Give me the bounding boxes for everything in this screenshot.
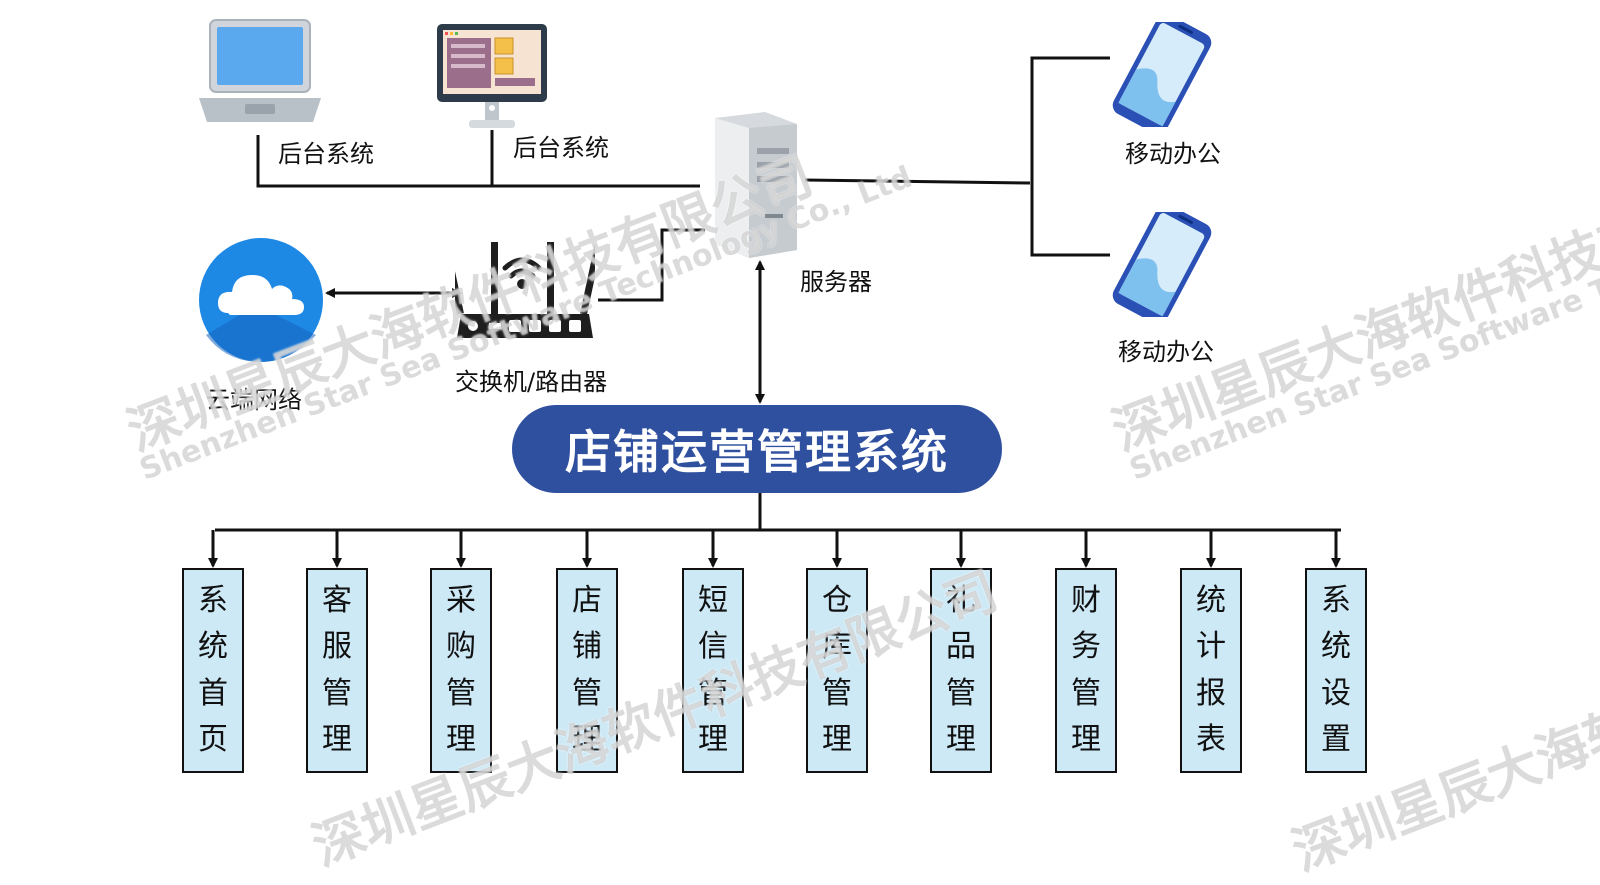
label-switch-router: 交换机/路由器 <box>455 368 608 396</box>
module-char: 理 <box>572 721 602 757</box>
module-box: 统计报表 <box>1180 568 1242 773</box>
module-char: 计 <box>1196 629 1226 665</box>
module-char: 系 <box>198 583 228 619</box>
phone-icon <box>1112 212 1212 317</box>
module-char: 礼 <box>946 583 976 619</box>
module-char: 服 <box>322 629 352 665</box>
module-char: 短 <box>698 583 728 619</box>
module-char: 管 <box>946 675 976 711</box>
module-char: 管 <box>822 675 852 711</box>
module-box: 系统设置 <box>1305 568 1367 773</box>
module-box: 客服管理 <box>306 568 368 773</box>
module-char: 理 <box>322 721 352 757</box>
module-char: 理 <box>946 721 976 757</box>
module-box: 财务管理 <box>1055 568 1117 773</box>
system-title-banner: 店铺运营管理系统 <box>512 405 1002 493</box>
label-cloud-network: 云端网络 <box>206 386 302 414</box>
module-char: 理 <box>446 721 476 757</box>
module-char: 铺 <box>572 629 602 665</box>
module-char: 客 <box>322 583 352 619</box>
line-backend-1 <box>256 135 700 188</box>
module-char: 管 <box>1071 675 1101 711</box>
server-icon <box>715 112 797 258</box>
module-box: 礼品管理 <box>930 568 992 773</box>
line-mobile-bracket <box>1030 56 1110 257</box>
label-backend-system-1: 后台系统 <box>278 140 374 168</box>
module-char: 库 <box>822 629 852 665</box>
module-char: 统 <box>1321 629 1351 665</box>
monitor-icon <box>437 24 547 128</box>
module-box: 仓库管理 <box>806 568 868 773</box>
label-mobile-office-2: 移动办公 <box>1118 338 1214 366</box>
line-server-mobile <box>804 178 1031 185</box>
router-icon <box>455 234 595 338</box>
architecture-diagram: 后台系统 后台系统 服务器 移动办公 移动办公 云端网络 交换机/路由器 店铺运… <box>120 19 1600 883</box>
module-char: 表 <box>1196 721 1226 757</box>
cloud-icon <box>199 238 323 362</box>
module-char: 采 <box>446 583 476 619</box>
module-char: 页 <box>198 721 228 757</box>
module-char: 理 <box>1071 721 1101 757</box>
module-char: 管 <box>322 675 352 711</box>
module-box: 店铺管理 <box>556 568 618 773</box>
phone-icon <box>1112 22 1212 127</box>
module-char: 系 <box>1321 583 1351 619</box>
module-box: 采购管理 <box>430 568 492 773</box>
laptop-icon <box>199 19 321 122</box>
module-char: 报 <box>1196 675 1226 711</box>
module-char: 管 <box>446 675 476 711</box>
label-backend-system-2: 后台系统 <box>513 134 609 162</box>
module-box: 系统首页 <box>182 568 244 773</box>
module-char: 店 <box>572 583 602 619</box>
module-char: 品 <box>946 629 976 665</box>
module-char: 财 <box>1071 583 1101 619</box>
module-char: 置 <box>1321 721 1351 757</box>
connector-lines <box>208 56 1341 568</box>
module-char: 管 <box>698 675 728 711</box>
module-char: 理 <box>822 721 852 757</box>
label-server: 服务器 <box>800 268 872 296</box>
module-char: 首 <box>198 675 228 711</box>
label-mobile-office-1: 移动办公 <box>1125 140 1221 168</box>
module-char: 仓 <box>822 583 852 619</box>
line-router-server <box>598 228 705 302</box>
module-char: 设 <box>1321 675 1351 711</box>
module-char: 理 <box>698 721 728 757</box>
module-box: 短信管理 <box>682 568 744 773</box>
module-char: 购 <box>446 629 476 665</box>
module-char: 统 <box>1196 583 1226 619</box>
module-char: 信 <box>698 629 728 665</box>
module-char: 务 <box>1071 629 1101 665</box>
module-char: 管 <box>572 675 602 711</box>
module-char: 统 <box>198 629 228 665</box>
